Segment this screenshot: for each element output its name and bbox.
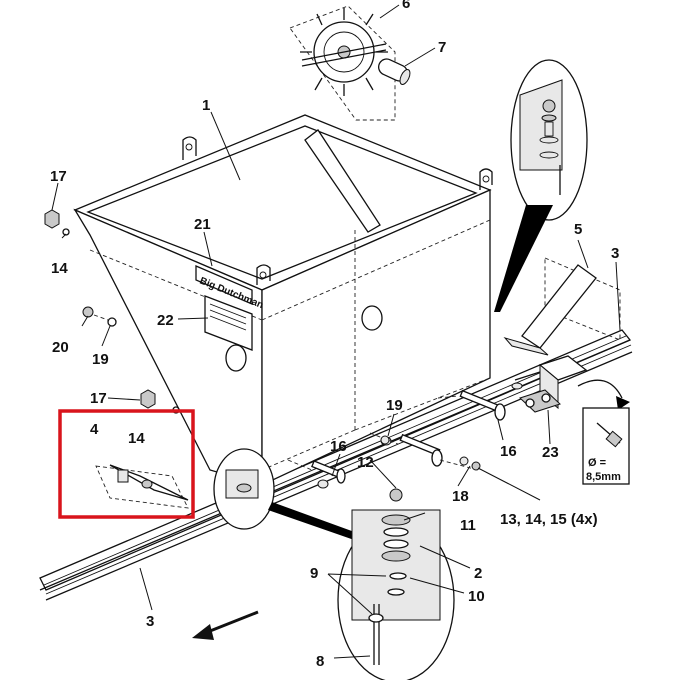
callout-21: 21 — [194, 216, 211, 233]
callout-12: 12 — [357, 454, 374, 471]
callout-22: 22 — [157, 312, 174, 329]
callout-labels: 1 2 3 3 4 5 6 7 8 9 10 11 12 13, 14, 15 … — [50, 0, 619, 670]
callout-20: 20 — [52, 339, 69, 356]
callout-6: 6 — [402, 0, 410, 12]
nut-20 — [82, 306, 117, 327]
bolt-size-box: Ø = 8,5mm — [577, 379, 630, 485]
callout-5: 5 — [574, 221, 582, 238]
callout-9: 9 — [310, 565, 318, 582]
bolt-note-line2: 8,5mm — [586, 471, 621, 483]
carriage-part-23 — [514, 355, 588, 413]
hopper-body: Big Dutchman — [73, 114, 493, 487]
leader-lines — [51, 4, 621, 659]
callout-18: 18 — [452, 488, 469, 505]
washer-19 — [380, 435, 390, 445]
detail-bubble-bottom — [213, 448, 455, 683]
callout-13-14-15: 13, 14, 15 (4x) — [500, 511, 598, 528]
callout-3-right: 3 — [611, 245, 619, 262]
nut-17-upper — [44, 209, 70, 236]
callout-7: 7 — [438, 39, 446, 56]
detail-bubble-top — [494, 59, 588, 312]
bolt-note-line1: Ø = — [588, 457, 606, 469]
callout-16-right: 16 — [500, 443, 517, 460]
callout-16-left: 16 — [330, 438, 347, 455]
callout-8: 8 — [316, 653, 324, 670]
sprocket-wheel — [289, 5, 396, 121]
callout-14-lower: 14 — [128, 430, 145, 447]
callout-14-upper: 14 — [51, 260, 68, 277]
callout-19-right: 19 — [386, 397, 403, 414]
bracket-part-4 — [95, 464, 189, 509]
callout-10: 10 — [468, 588, 485, 605]
callout-17-upper: 17 — [50, 168, 67, 185]
callout-17-lower: 17 — [90, 390, 107, 407]
bolt-16-right — [437, 382, 523, 421]
direction-arrow — [192, 610, 259, 640]
callout-19-left: 19 — [92, 351, 109, 368]
callout-3-bottom: 3 — [146, 613, 154, 630]
callout-1: 1 — [202, 97, 210, 114]
callout-11: 11 — [460, 517, 476, 534]
axle-sleeve — [378, 58, 411, 85]
callout-2: 2 — [474, 565, 482, 582]
callout-23: 23 — [542, 444, 559, 461]
highlight-box — [58, 409, 195, 519]
callout-4: 4 — [90, 421, 99, 438]
bracket-part-5 — [503, 257, 621, 356]
